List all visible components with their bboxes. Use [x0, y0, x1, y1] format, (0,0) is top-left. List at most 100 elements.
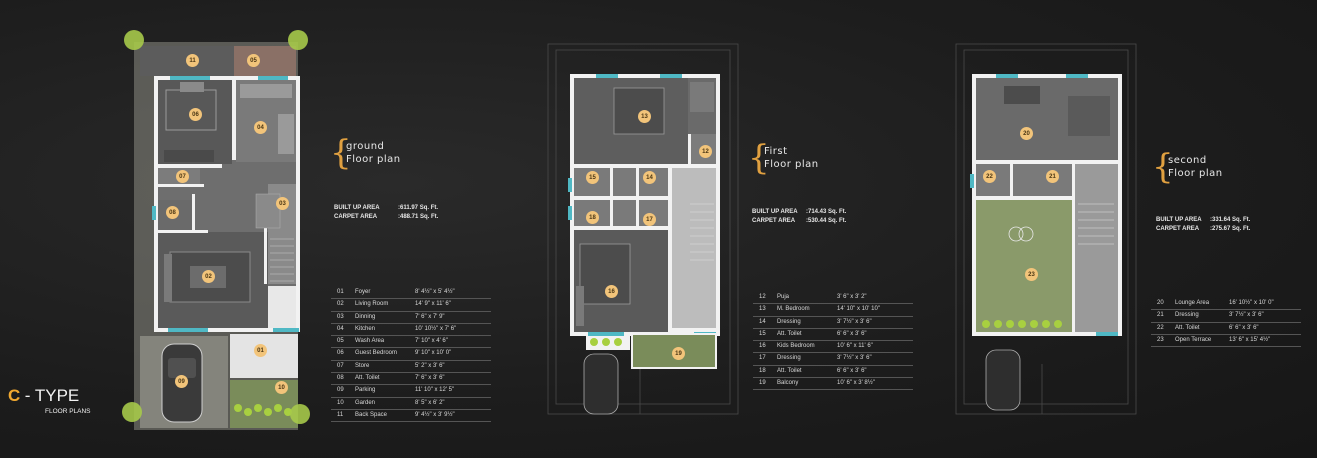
room-dimensions: 3' 7½" x 3' 6": [1229, 312, 1264, 319]
room-number: 02: [337, 301, 344, 308]
room-table-row: 08 Att. Toilet 7' 6" x 3' 6": [331, 373, 491, 386]
room-name: Att. Toilet: [1175, 324, 1200, 331]
room-table-row: 19 Balcony 10' 6" x 3' 8½": [753, 378, 913, 391]
room-badge-04: 04: [254, 121, 267, 134]
room-badge-22: 22: [983, 170, 996, 183]
first-carpet-label: CARPET AREA: [752, 218, 796, 224]
room-number: 18: [759, 367, 766, 374]
room-name: Kitchen: [355, 325, 376, 332]
room-number: 01: [337, 289, 344, 295]
room-dimensions: 7' 6" x 3' 6": [415, 375, 445, 382]
room-dimensions: 6' 6" x 3' 6": [837, 367, 867, 374]
first-title-brace: {: [748, 138, 770, 178]
room-name: Living Room: [355, 301, 389, 308]
second-carpet-value: 275.67 Sq. Ft.: [1212, 226, 1251, 232]
room-number: 17: [759, 355, 766, 362]
room-dimensions: 16' 10½" x 10' 0": [1229, 300, 1274, 306]
room-number: 16: [759, 343, 766, 350]
room-dimensions: 7' 6" x 7' 9": [415, 313, 445, 320]
room-dimensions: 10' 6" x 3' 8½": [837, 380, 875, 387]
room-table-row: 01 Foyer 8' 4½" x 5' 4½": [331, 287, 491, 300]
room-badge-16: 16: [605, 285, 618, 298]
second-title-line2: Floor plan: [1168, 168, 1223, 179]
ground-area-block: BUILT UP AREA: 611.97 Sq. Ft. CARPET ARE…: [334, 205, 439, 220]
room-number: 08: [337, 375, 344, 382]
room-badge-23: 23: [1025, 268, 1038, 281]
room-dimensions: 6' 6" x 3' 6": [837, 330, 867, 337]
room-badge-02: 02: [202, 270, 215, 283]
room-table-row: 09 Parking 11' 10" x 12' 5": [331, 385, 491, 398]
first-title-line2: Floor plan: [764, 159, 819, 170]
room-badge-11: 11: [186, 54, 199, 67]
type-letter: C: [8, 386, 21, 405]
ground-built-up-label: BUILT UP AREA: [334, 205, 380, 211]
room-number: 14: [759, 318, 766, 325]
room-number: 10: [337, 399, 344, 406]
room-dimensions: 11' 10" x 12' 5": [415, 387, 455, 394]
room-badge-08: 08: [166, 206, 179, 219]
first-floor-plan: [547, 43, 739, 415]
room-number: 12: [759, 294, 766, 300]
room-badge-20: 20: [1020, 127, 1033, 140]
room-number: 04: [337, 325, 344, 332]
room-dimensions: 14' 9" x 11' 6": [415, 301, 451, 308]
room-name: Wash Area: [355, 338, 385, 345]
room-name: Parking: [355, 387, 376, 394]
room-dimensions: 7' 10" x 4' 6": [415, 338, 448, 345]
room-table-row: 05 Wash Area 7' 10" x 4' 6": [331, 336, 491, 349]
room-name: Att. Toilet: [777, 367, 802, 374]
room-number: 20: [1157, 300, 1164, 306]
room-number: 06: [337, 350, 344, 357]
room-dimensions: 8' 4½" x 5' 4½": [415, 289, 455, 295]
type-heading: C - TYPE FLOOR PLANS: [8, 386, 91, 415]
room-number: 03: [337, 313, 344, 320]
room-number: 07: [337, 362, 344, 369]
room-number: 09: [337, 387, 344, 394]
room-badge-14: 14: [643, 171, 656, 184]
second-title-line1: second: [1168, 155, 1207, 166]
second-built-up-label: BUILT UP AREA: [1156, 217, 1202, 223]
room-dimensions: 14' 10" x 10' 10": [837, 306, 880, 313]
room-badge-01: 01: [254, 344, 267, 357]
first-title-line1: First: [764, 146, 788, 157]
room-badge-13: 13: [638, 110, 651, 123]
room-name: Garden: [355, 399, 376, 406]
first-built-up-label: BUILT UP AREA: [752, 209, 798, 215]
first-built-up-value: 714.43 Sq. Ft.: [808, 209, 847, 215]
room-name: Att. Toilet: [355, 375, 380, 382]
room-dimensions: 3' 7½" x 3' 6": [837, 355, 872, 362]
room-dimensions: 10' 6" x 11' 6": [837, 343, 873, 350]
room-name: Balcony: [777, 380, 799, 387]
ground-title-line2: Floor plan: [346, 154, 401, 165]
room-dimensions: 3' 7½" x 3' 6": [837, 318, 872, 325]
room-number: 19: [759, 380, 766, 387]
room-badge-12: 12: [699, 145, 712, 158]
room-name: Kids Bedroom: [777, 343, 815, 350]
room-number: 22: [1157, 324, 1164, 331]
room-badge-18: 18: [586, 211, 599, 224]
room-name: Foyer: [355, 289, 371, 295]
ground-floor-plan: [122, 30, 310, 430]
room-name: Back Space: [355, 411, 388, 418]
ground-room-table: 01 Foyer 8' 4½" x 5' 4½" 02 Living Room 14' 9…: [331, 287, 491, 423]
room-dimensions: 9' 10" x 10' 0": [415, 350, 452, 357]
room-number: 05: [337, 338, 344, 345]
second-carpet-label: CARPET AREA: [1156, 226, 1200, 232]
room-name: Store: [355, 362, 370, 369]
room-table-row: 18 Att. Toilet 6' 6" x 3' 6": [753, 366, 913, 379]
first-carpet-value: 530.44 Sq. Ft.: [808, 218, 847, 224]
